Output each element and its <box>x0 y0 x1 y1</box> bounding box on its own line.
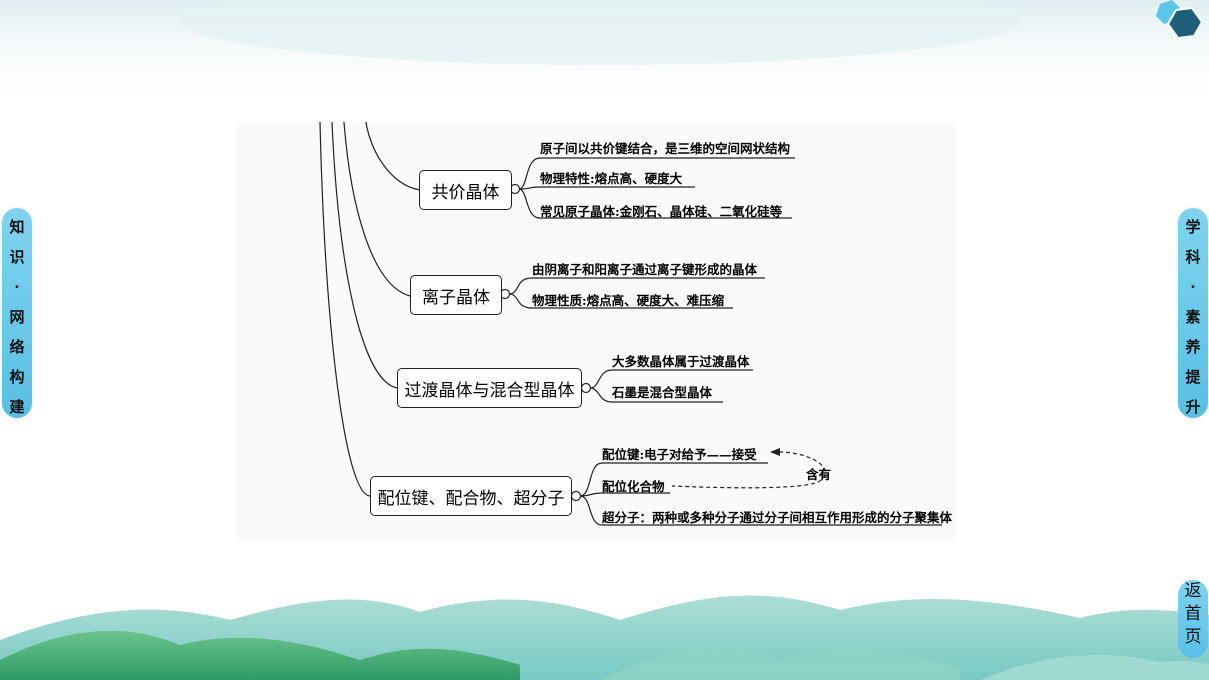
node-coordination-bond-supramolecule: 配位键、配合物、超分子 <box>370 476 572 516</box>
subject-literacy-tab[interactable]: 学 科 · 素 养 提 升 <box>1178 208 1208 418</box>
annotation-arc <box>671 451 826 489</box>
leaf-covalent-examples: 常见原子晶体:金刚石、晶体硅、二氧化硅等 <box>540 204 783 219</box>
leaf-coordination-bond: 配位键:电子对给予——接受 <box>602 447 757 462</box>
leaf-covalent-structure: 原子间以共价键结合，是三维的空间网状结构 <box>540 141 791 156</box>
node-covalent-crystal: 共价晶体 <box>419 170 512 210</box>
trunk-line-1 <box>365 121 421 191</box>
trunk-line-4 <box>319 121 371 497</box>
trunk-line-2 <box>343 121 411 297</box>
leaf-graphite-mixed: 石墨是混合型晶体 <box>612 385 713 400</box>
annotation-contains: 含有 <box>806 467 832 482</box>
node-transition-mixed-crystal: 过渡晶体与混合型晶体 <box>397 368 582 408</box>
leaf-ionic-definition: 由阴离子和阳离子通过离子键形成的晶体 <box>532 262 758 277</box>
leaf-transition-crystal: 大多数晶体属于过渡晶体 <box>612 354 750 369</box>
leaf-ionic-physical: 物理性质:熔点高、硬度大、难压缩 <box>532 293 725 308</box>
hexagon-logo-icon <box>1156 0 1204 40</box>
knowledge-network-tab[interactable]: 知 识 · 网 络 构 建 <box>2 208 32 418</box>
leaf-coordination-compound: 配位化合物 <box>602 479 665 494</box>
node-ionic-crystal: 离子晶体 <box>410 275 502 315</box>
trunk-line-3 <box>331 121 398 389</box>
leaf-supramolecule: 超分子：两种或多种分子通过分子间相互作用形成的分子聚集体 <box>602 510 953 525</box>
leaf-covalent-physical: 物理特性:熔点高、硬度大 <box>540 171 683 186</box>
return-home-button[interactable]: 返 首 页 <box>1178 580 1208 658</box>
